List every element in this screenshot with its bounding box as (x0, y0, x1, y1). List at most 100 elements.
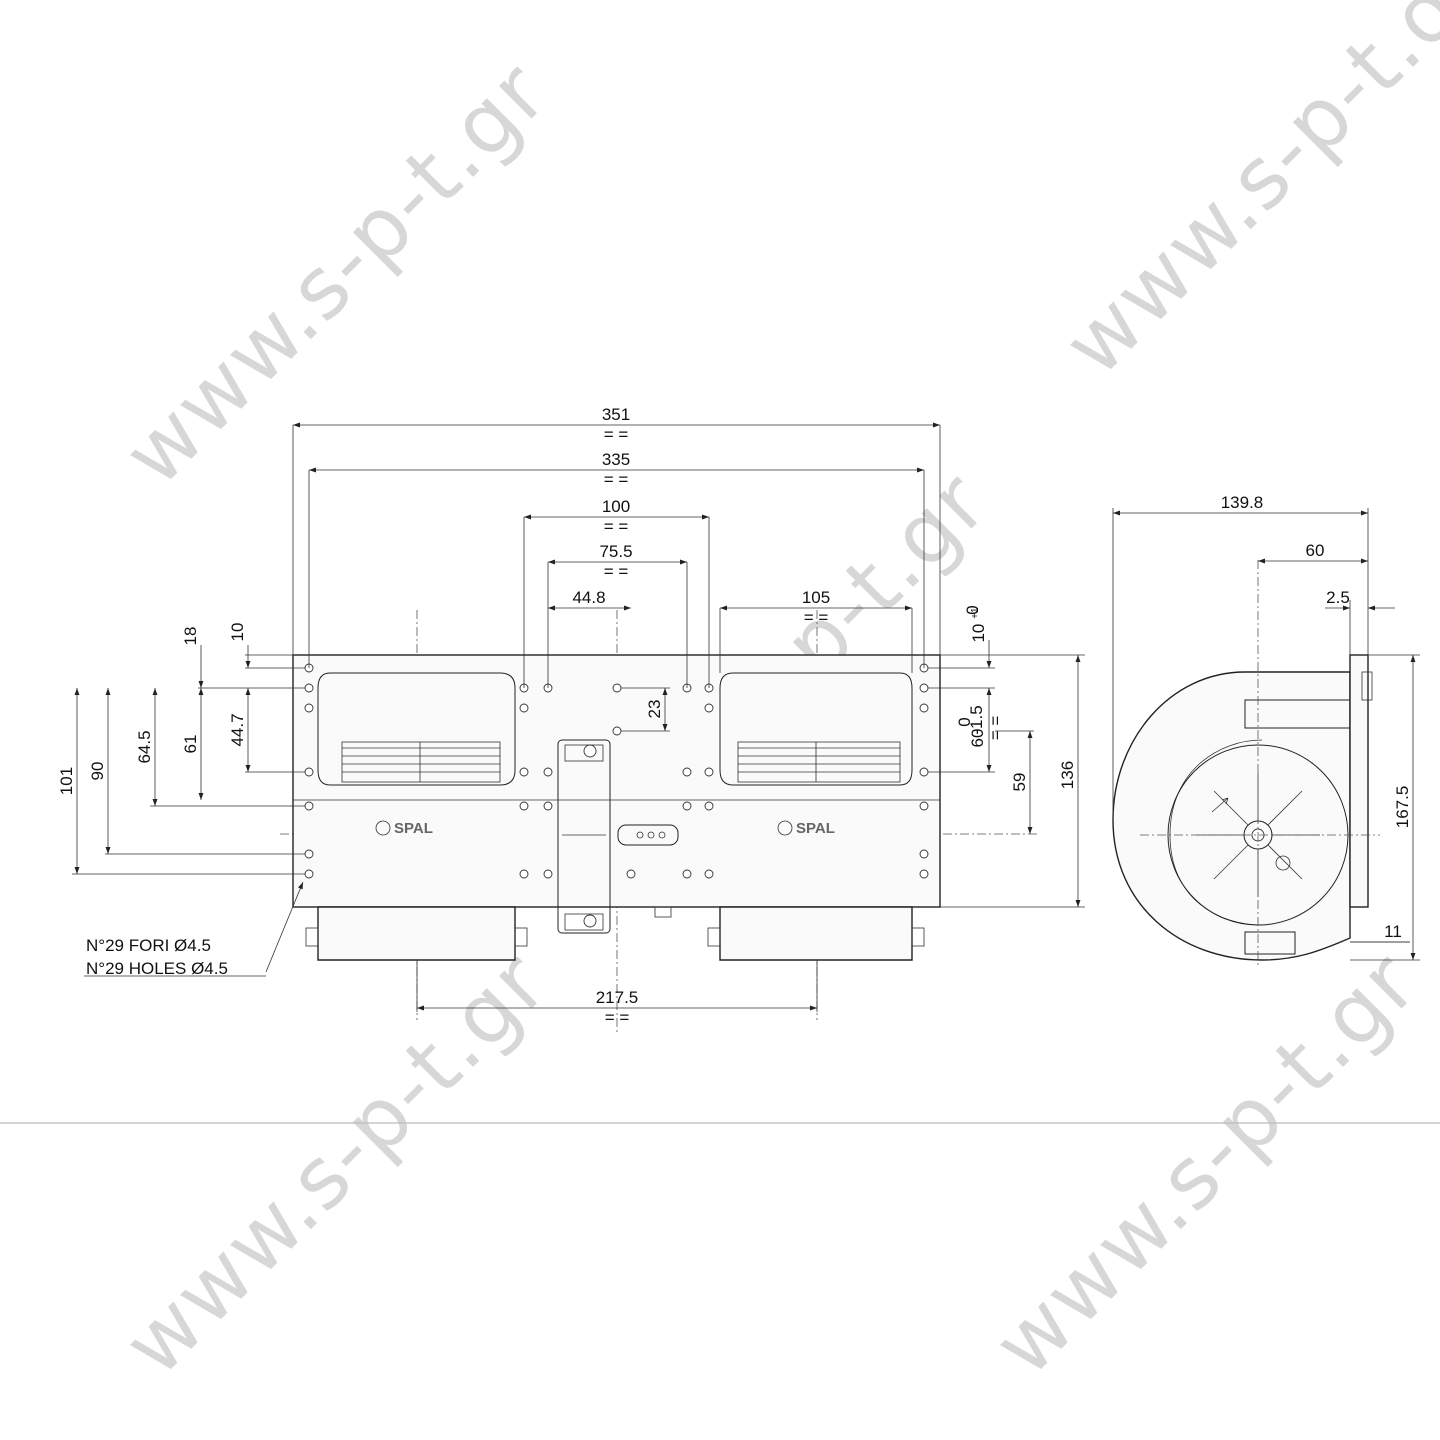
mounting-holes (304, 663, 929, 879)
brand-logo-left: SPAL (375, 820, 433, 837)
housing-clip (514, 927, 528, 947)
mounting-hole (682, 767, 692, 777)
motor-screw (583, 914, 597, 928)
housing-clip (911, 927, 925, 947)
dimension-label: 136 (1058, 761, 1077, 789)
scroll-housing-right (719, 906, 913, 961)
watermark-text: www.s-p-t.gr (105, 43, 566, 504)
mounting-hole (704, 801, 714, 811)
tolerance-lower: -1.5 (967, 705, 986, 734)
connector-pin (658, 831, 666, 839)
dimension-101: 101 (57, 688, 80, 874)
mounting-hole (704, 767, 714, 777)
dimension-label: 60 (1306, 541, 1325, 560)
motor-can (1244, 931, 1296, 955)
motor-clamp (564, 744, 604, 762)
dimension-60-tol: 60 0 -1.5 = = (955, 688, 1005, 772)
mounting-hole (543, 767, 553, 777)
mounting-hole (304, 849, 314, 859)
mounting-hole (682, 801, 692, 811)
connector-pin (636, 831, 644, 839)
dimension-10-tol: 10 +1 0 (963, 605, 992, 668)
mounting-hole (919, 767, 929, 777)
dimension-label: 61 (181, 735, 200, 754)
mounting-hole (919, 683, 929, 693)
watermark-text: www.s-p-t.gr (975, 933, 1436, 1394)
flange-tab (1361, 671, 1373, 701)
mounting-hole (304, 683, 314, 693)
equal-mark: = = (804, 608, 829, 627)
rotation-arrow-icon (1211, 797, 1229, 813)
mounting-hole (704, 703, 714, 713)
impeller-right (737, 741, 901, 783)
dimension-335: 335 = = (309, 450, 924, 489)
mounting-hole (304, 801, 314, 811)
dimension-351: 351 = = (293, 405, 940, 444)
watermark-text: www.s-p-t.gr (1045, 0, 1440, 394)
holes-note: N°29 FORI Ø4.5 N°29 HOLES Ø4.5 (84, 881, 304, 978)
equal-mark: = = (604, 562, 629, 581)
dimension-136: 136 (1058, 655, 1081, 907)
impeller-left (341, 741, 501, 783)
watermark-text: www.s-p-t.gr (105, 933, 566, 1394)
dimension-label: 101 (57, 767, 76, 795)
brand-mark (1275, 855, 1291, 871)
side-view: 139.8 60 2.5 167.5 11 (1112, 493, 1420, 965)
mounting-hole (304, 869, 314, 879)
tolerance-upper: +1 (970, 607, 981, 619)
mounting-hole (519, 869, 529, 879)
mounting-hole (543, 869, 553, 879)
equal-mark: = = (604, 517, 629, 536)
dimension-label: 351 (602, 405, 630, 424)
dimension-label: 217.5 (596, 988, 639, 1007)
mounting-hole (919, 703, 929, 713)
mounting-hole (612, 683, 622, 693)
motor-housing (557, 739, 611, 934)
dimension-217-5: 217.5 = = (417, 988, 817, 1027)
dimension-label: 105 (802, 588, 830, 607)
brand-label: SPAL (796, 820, 835, 837)
dimension-61: 61 (181, 688, 204, 800)
dimension-label: 335 (602, 450, 630, 469)
dimension-23: 23 (645, 688, 668, 731)
brand-logo-right: SPAL (777, 820, 835, 837)
dimension-label: 60 (968, 729, 987, 748)
mounting-hole (612, 726, 622, 736)
housing-clip (305, 927, 319, 947)
mounting-hole (919, 849, 929, 859)
equal-mark: = = (986, 716, 1005, 741)
dimension-label: 90 (88, 762, 107, 781)
brand-label: SPAL (394, 820, 433, 837)
connector-pin (647, 831, 655, 839)
equal-mark: = = (604, 425, 629, 444)
dimension-label: 2.5 (1326, 588, 1350, 607)
extension-lines (72, 425, 1085, 1012)
mounting-hole (304, 703, 314, 713)
mounting-hole (626, 869, 636, 879)
dimension-label: 64.5 (135, 730, 154, 763)
dimension-64-5: 64.5 (135, 688, 158, 806)
inlet-window-left (317, 672, 516, 786)
dimension-value: 10 (969, 624, 988, 643)
holes-note-italian: N°29 FORI Ø4.5 (86, 936, 211, 955)
mounting-hole (682, 869, 692, 879)
dimension-139-8: 139.8 (1113, 493, 1368, 516)
dimension-167-5: 167.5 (1393, 655, 1416, 960)
tolerance-lower: 0 (963, 605, 982, 614)
dimension-label: 11 (1384, 922, 1402, 941)
holes-note-english: N°29 HOLES Ø4.5 (86, 959, 228, 978)
dimension-59: 59 (995, 730, 1034, 834)
housing-clip (707, 927, 721, 947)
dimension-label: 139.8 (1221, 493, 1264, 512)
dimension-label: 59 (1010, 773, 1029, 792)
dimension-label: 100 (602, 497, 630, 516)
dimension-2-5: 2.5 (1325, 588, 1395, 611)
mounting-hole (519, 703, 529, 713)
dimension-105: 105 = = (720, 588, 912, 627)
dimension-100: 100 = = (524, 497, 709, 536)
dimension-label: 10 (228, 623, 247, 642)
dimension-44-8: 44.8 (548, 588, 631, 611)
inlet-window-right (719, 672, 913, 786)
equal-mark: = = (604, 470, 629, 489)
